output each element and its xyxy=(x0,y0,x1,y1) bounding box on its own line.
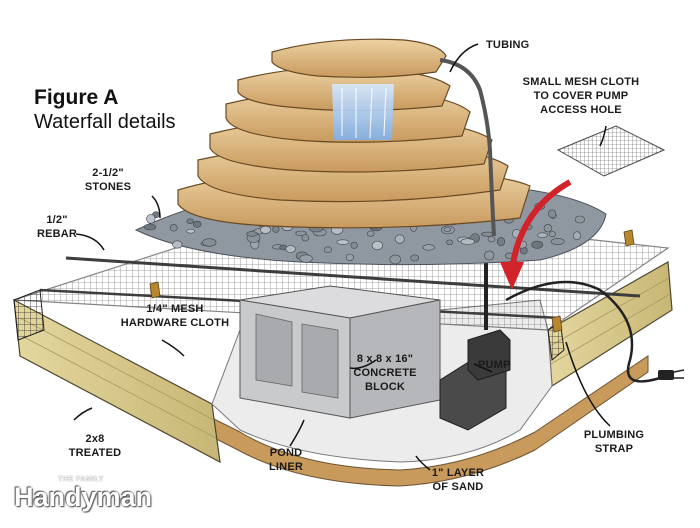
red-arrow xyxy=(509,179,572,271)
tubing xyxy=(439,58,496,237)
pebble xyxy=(394,234,405,244)
label-mesh-line2: HARDWARE CLOTH xyxy=(120,317,230,329)
label-block-line2: CONCRETE xyxy=(353,367,417,379)
pebble xyxy=(272,225,280,233)
pebble xyxy=(389,254,402,265)
label-tubing-text: TUBING xyxy=(486,39,530,51)
pebble xyxy=(531,240,544,249)
label-plumbing-line1: PLUMBING xyxy=(583,429,645,441)
label-small-mesh: SMALL MESH CLOTH TO COVER PUMP ACCESS HO… xyxy=(506,75,656,117)
label-block-line3: BLOCK xyxy=(364,381,406,393)
figure-heading: Figure A xyxy=(34,86,119,109)
label-small-mesh-line3: ACCESS HOLE xyxy=(540,104,622,116)
leader-lines xyxy=(73,43,611,471)
water-flow xyxy=(332,84,394,140)
pebble xyxy=(543,224,553,233)
pebble xyxy=(574,215,585,224)
label-liner: POND LINER xyxy=(256,446,316,474)
label-small-mesh-line1: SMALL MESH CLOTH xyxy=(522,76,640,88)
pebble xyxy=(548,209,557,218)
pebble xyxy=(186,228,195,234)
pebble xyxy=(169,224,178,232)
label-block: 8 x 8 x 16" CONCRETE BLOCK xyxy=(340,352,430,394)
pebble xyxy=(299,254,313,263)
pebble xyxy=(323,246,332,254)
pebble xyxy=(246,231,258,237)
pebble xyxy=(410,254,420,262)
label-plumbing: PLUMBING STRAP xyxy=(574,428,654,456)
label-pump-text: PUMP xyxy=(478,359,511,371)
label-liner-line1: POND xyxy=(269,447,303,459)
small-mesh-cloth xyxy=(556,125,666,177)
pebble xyxy=(446,239,453,246)
power-cord xyxy=(505,280,661,383)
pebble xyxy=(487,236,496,243)
pebble xyxy=(422,244,435,251)
label-small-mesh-line2: TO COVER PUMP xyxy=(533,90,629,102)
pebble xyxy=(202,238,217,247)
label-sand: 1" LAYER OF SAND xyxy=(418,466,498,494)
label-block-line1: 8 x 8 x 16" xyxy=(356,353,414,365)
pebble xyxy=(537,232,548,238)
label-pump: PUMP xyxy=(478,358,511,372)
label-rebar-line2: REBAR xyxy=(36,228,78,240)
pebble xyxy=(336,239,350,245)
brand-name: Handyman xyxy=(14,482,153,512)
pebble xyxy=(260,225,271,234)
label-stones-line2: STONES xyxy=(84,181,132,193)
label-rebar-line1: 1/2" xyxy=(46,214,68,226)
label-rebar: 1/2" REBAR xyxy=(32,213,82,241)
label-treated-line2: TREATED xyxy=(68,447,122,459)
label-stones-line1: 2-1/2" xyxy=(92,167,124,179)
pebble xyxy=(301,234,309,242)
concrete-block xyxy=(239,285,441,419)
pebble xyxy=(573,231,581,240)
pebble xyxy=(550,238,565,246)
label-sand-line1: 1" LAYER xyxy=(431,467,485,479)
sand-layer xyxy=(119,355,649,487)
pebble xyxy=(146,214,156,224)
pebble xyxy=(186,218,194,224)
pebble xyxy=(484,250,495,261)
pebble xyxy=(371,240,383,251)
label-sand-line2: OF SAND xyxy=(432,481,484,493)
pebble xyxy=(496,237,506,247)
figure-subtitle: Waterfall details xyxy=(34,111,176,133)
brand-logo: THE FAMILY Handyman xyxy=(14,476,152,511)
label-mesh-line1: 1/4" MESH xyxy=(146,303,204,315)
pebble xyxy=(443,227,452,232)
label-tubing: TUBING xyxy=(486,38,529,52)
label-liner-line2: LINER xyxy=(269,461,303,473)
pebble xyxy=(143,223,157,231)
pebble xyxy=(366,230,375,237)
label-treated-line1: 2x8 xyxy=(85,433,105,445)
label-stones: 2-1/2" STONES xyxy=(68,166,148,194)
label-plumbing-line2: STRAP xyxy=(594,443,634,455)
pebble xyxy=(193,220,202,228)
pebble xyxy=(345,253,355,261)
pebble xyxy=(548,231,557,237)
pebble xyxy=(172,240,183,249)
brand-tagline: THE FAMILY xyxy=(58,476,104,483)
pebble xyxy=(460,238,475,245)
pebble xyxy=(285,245,296,253)
pebble xyxy=(350,241,358,249)
figure-title: Figure A Waterfall details xyxy=(34,86,176,134)
label-mesh: 1/4" MESH HARDWARE CLOTH xyxy=(120,302,230,330)
rebar-rod xyxy=(65,256,641,298)
label-treated: 2x8 TREATED xyxy=(60,432,130,460)
